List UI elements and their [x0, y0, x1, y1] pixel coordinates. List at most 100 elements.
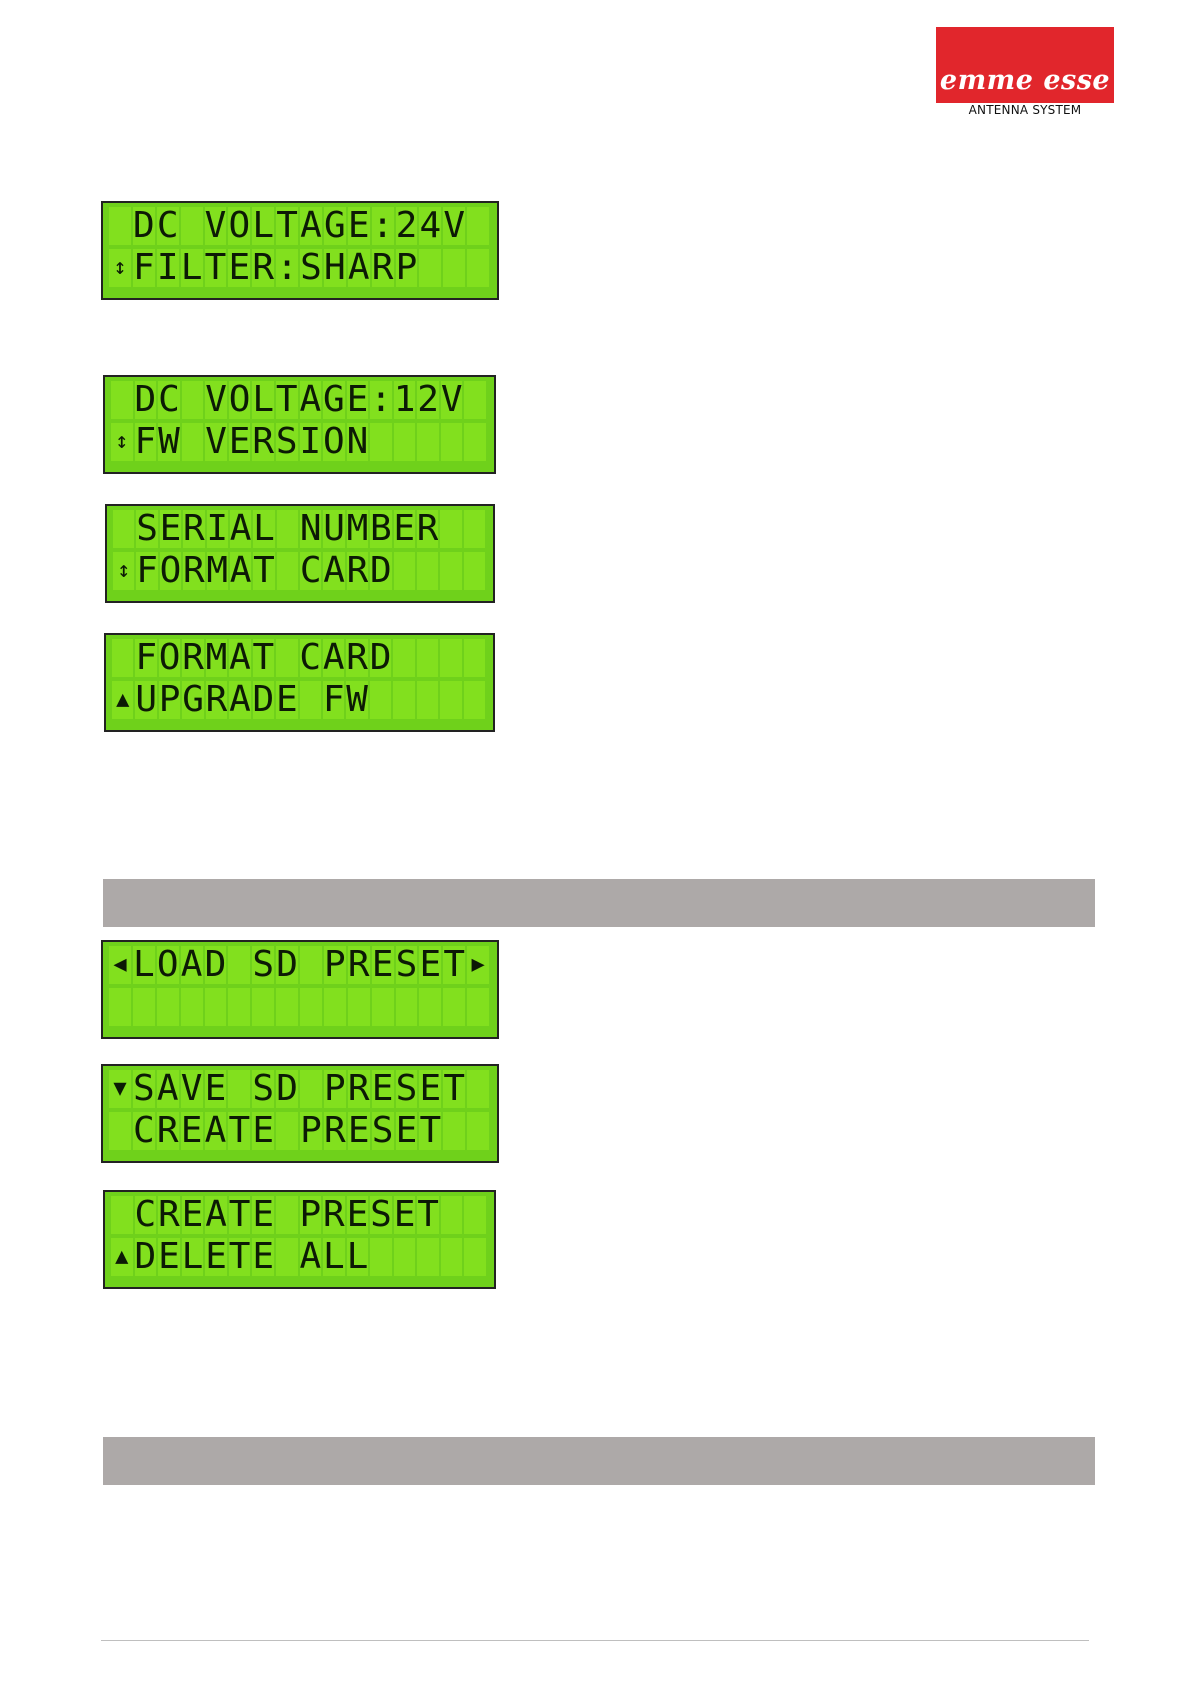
lcd-char-cell	[443, 249, 466, 287]
lcd-char-cell: C	[299, 639, 321, 677]
lcd-char-cell: V	[443, 207, 466, 245]
lcd-char-cell: E	[204, 1070, 227, 1108]
lcd-char-cell: G	[323, 381, 345, 419]
lcd-char-cell	[393, 681, 415, 719]
lcd-char-cell: R	[346, 552, 369, 590]
lcd-char-cell: L	[252, 381, 274, 419]
lcd-char-cell: O	[323, 423, 345, 461]
lcd-char-cell	[467, 1112, 489, 1150]
lcd-char-cell: S	[371, 1112, 394, 1150]
lcd-char-cell: P	[323, 1070, 346, 1108]
lcd-char-cell: R	[416, 510, 439, 548]
lcd-char-cell: L	[132, 946, 155, 984]
lcd-char-cell: D	[204, 946, 227, 984]
lcd-char-cell: V	[204, 207, 227, 245]
lcd-char-cell	[463, 552, 485, 590]
lcd-char-cell: E	[346, 381, 369, 419]
lcd-char-cell: P	[323, 946, 346, 984]
lcd-char-cell: E	[347, 1112, 370, 1150]
lcd-char-cell: T	[417, 1196, 439, 1234]
lcd-char-cell: A	[299, 381, 322, 419]
lcd-char-cell: M	[205, 639, 228, 677]
lcd-char-cell: E	[276, 681, 298, 719]
lcd-char-cell	[252, 988, 275, 1026]
lcd-char-cell: T	[443, 946, 466, 984]
lcd-char-cell	[276, 639, 298, 677]
lcd-char-cell: I	[299, 423, 322, 461]
lcd-char-cell	[467, 207, 489, 245]
lcd-char-cell: E	[346, 1196, 369, 1234]
lcd-char-cell: R	[183, 510, 205, 548]
lcd-char-cell: R	[252, 423, 274, 461]
lcd-char-cell: U	[323, 510, 345, 548]
lcd-char-cell: T	[228, 1238, 251, 1276]
lcd-char-cell	[370, 423, 392, 461]
lcd-char-cell	[440, 681, 462, 719]
lcd-char-cell: G	[182, 681, 204, 719]
lcd-char-cell: M	[346, 510, 369, 548]
lcd-char-cell: C	[132, 1112, 155, 1150]
lcd-char-cell	[109, 207, 131, 245]
lcd-char-cell	[419, 249, 442, 287]
lcd-char-cell: A	[204, 1112, 227, 1150]
lcd-char-cell: V	[440, 381, 463, 419]
lcd-char-cell: E	[252, 1112, 275, 1150]
lcd-char-cell	[370, 1238, 392, 1276]
lcd-char-cell	[113, 510, 135, 548]
lcd-char-cell	[440, 423, 463, 461]
lcd-char-cell	[112, 639, 134, 677]
lcd-char-cell: C	[300, 552, 322, 590]
lcd-char-cell: E	[158, 1238, 180, 1276]
emme-esse-logo: emme esse ANTENNA SYSTEM	[936, 27, 1114, 117]
lcd-char-cell: C	[134, 1196, 157, 1234]
lcd-char-cell: E	[180, 1112, 203, 1150]
lcd-char-cell	[228, 1070, 251, 1108]
lcd-char-cell: E	[371, 946, 394, 984]
lcd-char-cell	[443, 1112, 466, 1150]
lcd-char-cell: A	[156, 1070, 179, 1108]
lcd-char-cell	[228, 988, 251, 1026]
lcd-char-cell: R	[347, 1070, 370, 1108]
lcd-char-cell: P	[395, 249, 418, 287]
lcd-char-cell: O	[156, 946, 179, 984]
lcd-char-cell: E	[252, 1196, 274, 1234]
lcd-char-cell: F	[136, 552, 158, 590]
lcd-char-cell: F	[134, 423, 157, 461]
lcd-char-cell: T	[276, 207, 298, 245]
lcd-char-cell: T	[204, 249, 227, 287]
lcd-char-cell: V	[180, 1070, 203, 1108]
lcd-char-cell	[440, 510, 462, 548]
lcd-char-cell: E	[419, 946, 442, 984]
lcd-char-cell: T	[253, 552, 275, 590]
lcd-char-cell	[467, 1070, 489, 1108]
lcd-char-cell: R	[252, 249, 275, 287]
lcd-char-cell: R	[347, 946, 370, 984]
lcd-char-cell: E	[228, 423, 251, 461]
lcd-char-cell: 4	[419, 207, 442, 245]
lcd-char-cell: :	[371, 207, 394, 245]
lcd-char-cell: U	[135, 681, 157, 719]
lcd-char-cell: D	[276, 946, 298, 984]
lcd-char-cell: R	[323, 1196, 345, 1234]
lcd-char-cell	[132, 988, 155, 1026]
lcd-char-cell	[204, 988, 227, 1026]
section-header-bar-1	[103, 879, 1095, 927]
lcd-display-1: DC VOLTAGE:24VDCVOLTAGE:24V↕FILTER:SHARP…	[101, 201, 499, 300]
lcd-char-cell: S	[252, 946, 275, 984]
lcd-char-cell	[109, 1112, 131, 1150]
lcd-char-cell: 1	[393, 381, 416, 419]
lcd-char-cell: D	[134, 381, 157, 419]
lcd-char-cell	[371, 988, 394, 1026]
lcd-char-cell: R	[156, 1112, 179, 1150]
lcd-char-cell: S	[252, 1070, 275, 1108]
